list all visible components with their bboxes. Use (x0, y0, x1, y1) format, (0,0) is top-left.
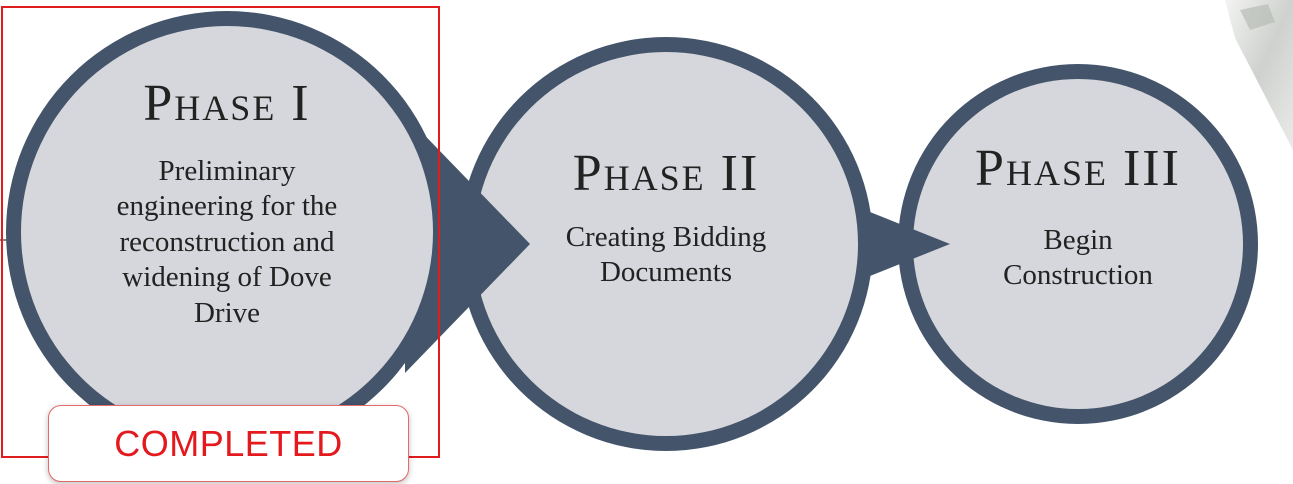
phase-1-description-line: engineering for the (116, 190, 338, 223)
completed-status-label: COMPLETED (114, 422, 343, 464)
background-photo-detail (1240, 4, 1275, 30)
completed-status-badge: COMPLETED (48, 405, 409, 482)
phase-1-description-line: widening of Dove (122, 261, 332, 294)
phase-1-content: Phase I Preliminary engineering for the … (62, 78, 392, 331)
phase-3-content: Phase III Begin Construction (943, 143, 1213, 294)
phase-2-description-line: Creating Bidding (565, 221, 767, 253)
phase-1-description-line: Drive (193, 296, 261, 329)
phase-1-shape (6, 11, 530, 453)
phase-2-shape (459, 37, 950, 451)
phase-2-title: Phase II (572, 145, 760, 202)
phase-1-highlight-box (1, 6, 440, 458)
phase-3-title: Phase III (975, 140, 1181, 197)
phase-2-description-line: Documents (599, 256, 733, 289)
phase-3-description-line: Begin (1043, 224, 1113, 256)
phase-2-content: Phase II Creating Bidding Documents (516, 148, 816, 291)
background-photo-fragment (1225, 0, 1293, 150)
phase-1-title: Phase I (143, 75, 311, 132)
phase-3-description-line: Construction (1003, 259, 1153, 292)
phase-1-description-line: Preliminary (158, 155, 296, 187)
phase-1-description-line: reconstruction and (119, 225, 335, 258)
phase-3-shape (898, 64, 1258, 424)
